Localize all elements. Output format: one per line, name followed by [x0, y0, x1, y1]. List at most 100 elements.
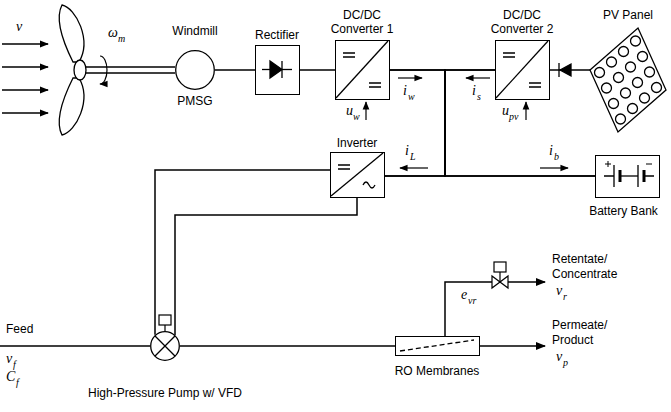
- wire-connector: [550, 69, 590, 71]
- shape-art: [396, 337, 479, 355]
- drawing-part: [466, 77, 490, 78]
- stream-label: Retentate/ Concentrate: [552, 252, 644, 282]
- wind-speed: v: [16, 20, 22, 34]
- rectifier-box-art: [262, 61, 292, 78]
- node-label: High-Pressure Pump w/ VFD: [50, 386, 280, 400]
- inverter-box: Inverter: [330, 152, 385, 198]
- wire-connector: [215, 69, 255, 71]
- solar-cell: [631, 36, 641, 46]
- current-label: i: [549, 144, 553, 158]
- polarity-signs: [605, 161, 652, 167]
- flow-label: v: [556, 284, 562, 298]
- pv-panel-art: [590, 28, 666, 132]
- battery-cells-short: [620, 170, 644, 182]
- drawing-part: [84, 66, 175, 67]
- subscript: m: [118, 34, 125, 44]
- generator-outline: [176, 51, 215, 90]
- dc-sign: [338, 165, 350, 169]
- subscript: f: [13, 360, 16, 370]
- membrane-line: [400, 340, 474, 351]
- drawing-part: [525, 102, 526, 120]
- pump-symbol: High-Pressure Pump w/ VFD: [150, 331, 180, 361]
- shape-art: [336, 41, 389, 99]
- divider-line: [336, 41, 388, 98]
- membrane-box-art: [400, 340, 474, 351]
- subscript: b: [554, 152, 559, 162]
- drawing-part: [84, 72, 175, 73]
- node-label: PV Panel: [593, 8, 663, 22]
- solar-cell: [607, 57, 617, 67]
- subscript: w: [353, 112, 360, 122]
- battery-box-art: [604, 161, 654, 187]
- drawing-part: [540, 167, 568, 168]
- solar-cell: [628, 104, 638, 114]
- permeate-pipe: [480, 345, 545, 347]
- wire-connector: [300, 69, 335, 71]
- wind-arrows: [2, 44, 48, 113]
- shape-art: [596, 156, 659, 197]
- current-label: i: [403, 84, 407, 98]
- solar-cell: [638, 52, 648, 62]
- inverter-box-art: [331, 153, 383, 196]
- battery-link: [620, 175, 638, 176]
- solar-cell: [652, 83, 662, 93]
- pump-cross: [155, 336, 175, 356]
- battery-cells: [604, 165, 654, 187]
- battery-box: Battery Bank: [595, 155, 660, 198]
- solar-cell: [602, 83, 612, 93]
- shape-art: [175, 50, 215, 90]
- wire-connector: [180, 345, 395, 347]
- shape-art: [331, 153, 384, 197]
- current-label: i: [405, 144, 409, 158]
- converter-box: DC/DC Converter 2: [495, 40, 550, 100]
- dc-sign: [369, 83, 381, 87]
- drawing-part: [59, 78, 84, 135]
- pump-outline: [151, 332, 180, 361]
- drawing-part: [2, 89, 48, 90]
- dc-sign: [343, 53, 355, 57]
- feed-pipe: [0, 345, 150, 347]
- drawing-part: [159, 315, 171, 325]
- node-label: Rectifier: [237, 28, 318, 42]
- node-label: DC/DC Converter 1: [324, 8, 401, 36]
- drawing-part: [494, 262, 506, 272]
- wire-connector: [385, 70, 495, 176]
- retentate-pipe: [445, 282, 545, 336]
- node-label: Windmill: [155, 24, 235, 38]
- concentration-label: C: [6, 370, 15, 384]
- drawing-part: [2, 66, 48, 67]
- converter-box-art: [496, 41, 548, 98]
- subscript: vr: [468, 296, 476, 306]
- shape-art: [590, 28, 666, 132]
- node-label: Inverter: [317, 136, 398, 150]
- subscript: p: [563, 358, 568, 368]
- current-label: i: [472, 84, 476, 98]
- divider-line: [331, 153, 383, 196]
- generator-circle-art: [176, 51, 215, 90]
- drawing-part: [164, 325, 165, 331]
- subscript: L: [410, 152, 416, 162]
- rectifier-box: Rectifier: [255, 45, 300, 95]
- subscript: s: [477, 92, 481, 102]
- drawing-part: [2, 43, 48, 44]
- node-label: RO Membranes: [385, 364, 490, 378]
- valve-signal: e: [461, 288, 467, 302]
- pump-wire: [175, 198, 357, 335]
- drawing-part: [59, 5, 84, 62]
- vfd-box: [159, 315, 171, 331]
- wire-connector: [390, 70, 595, 176]
- rotation-arrow: [100, 56, 107, 84]
- subscript: w: [408, 92, 415, 102]
- control-label: u: [346, 104, 353, 118]
- generator-circle: WindmillPMSG: [175, 50, 215, 90]
- drawing-part: [400, 167, 428, 168]
- solar-cell: [645, 67, 655, 77]
- solar-cell: [609, 99, 619, 109]
- turbine-blades: [59, 5, 175, 135]
- solar-cell: [616, 114, 626, 124]
- node-label: Battery Bank: [580, 204, 668, 218]
- rotor-speed: ω: [108, 26, 118, 40]
- ac-sign: [363, 182, 375, 188]
- pv-panel: PV Panel: [590, 28, 666, 132]
